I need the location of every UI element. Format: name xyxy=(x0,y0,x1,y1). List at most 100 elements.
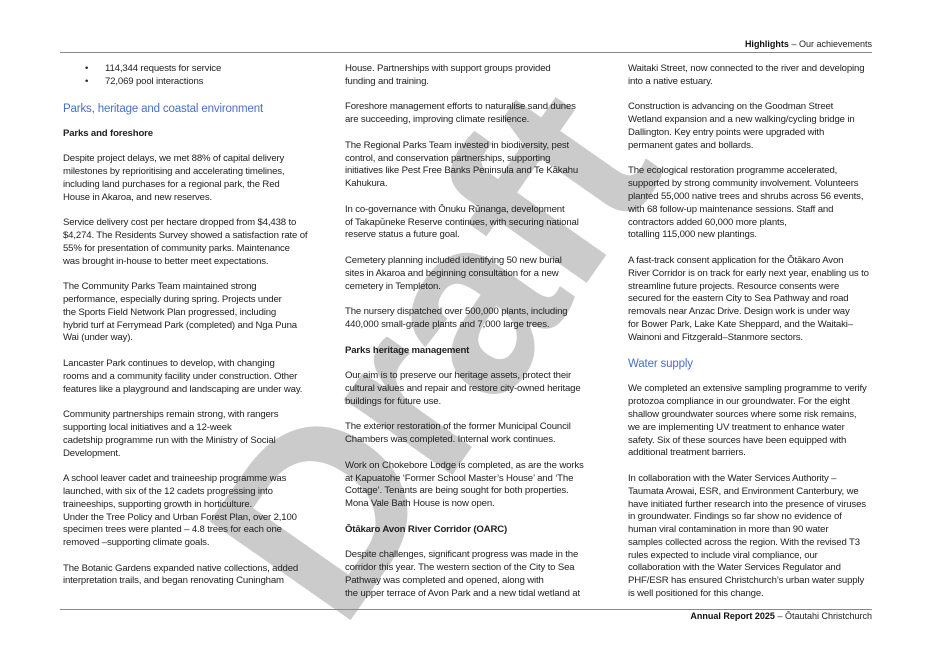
text-line: corridor this year. The western section … xyxy=(345,562,575,574)
text-line: Our aim is to preserve our heritage asse… xyxy=(345,370,572,382)
paragraph: The nursery dispatched over 500,000 plan… xyxy=(345,306,603,332)
text-line: cemetery in Templeton. xyxy=(345,280,441,292)
text-line: The Botanic Gardens expanded native coll… xyxy=(63,562,299,574)
running-footer: Annual Report 2025 – Ōtautahi Christchur… xyxy=(690,611,872,621)
paragraph: The exterior restoration of the former M… xyxy=(345,421,603,447)
text-line: House. Partnerships with support groups … xyxy=(345,63,551,74)
text-line: The exterior restoration of the former M… xyxy=(345,421,571,433)
paragraph: Waitaki Street, now connected to the riv… xyxy=(628,63,874,89)
text-line: permanent gates and bollards. xyxy=(628,139,754,151)
text-line: we are implementing UV treatment to enha… xyxy=(628,421,845,433)
text-line: milestones by reprioritising and acceler… xyxy=(63,165,285,177)
text-line: Despite project delays, we met 88% of ca… xyxy=(63,153,285,165)
text-line: Waitaki Street, now connected to the riv… xyxy=(628,63,865,74)
text-line: River Corridor is on track for early nex… xyxy=(628,267,869,279)
text-line: including land purchases for a regional … xyxy=(63,178,280,190)
header-separator: – xyxy=(788,39,799,49)
paragraph: We completed an extensive sampling progr… xyxy=(628,383,874,460)
text-line: in groundwater. Findings so far show no … xyxy=(628,511,842,523)
column-3: Waitaki Street, now connected to the riv… xyxy=(628,63,874,614)
paragraph: The Botanic Gardens expanded native coll… xyxy=(63,563,329,589)
text-line: performance, especially during spring. P… xyxy=(63,293,282,305)
text-line: Ōtākaro Avon River Corridor (OARC) xyxy=(345,523,508,535)
text-line: the Sports Field Network Plan progressed… xyxy=(63,306,277,318)
text-line: totalling 115,000 new plantings. xyxy=(628,229,757,241)
text-line: 440,000 small-grade plants and 7,000 lar… xyxy=(345,318,550,330)
paragraph: Work on Chokebore Lodge is completed, as… xyxy=(345,460,603,511)
paragraph: Despite project delays, we met 88% of ca… xyxy=(63,153,329,204)
paragraph: In collaboration with the Water Services… xyxy=(628,473,874,601)
subheading: Parks heritage management xyxy=(345,345,603,358)
footer-divider xyxy=(60,609,872,610)
text-line: Taumata Arowai, ESR, and Environment Can… xyxy=(628,485,859,497)
text-line: with 68 follow-up maintenance sessions. … xyxy=(628,203,834,215)
footer-report: Annual Report 2025 xyxy=(690,611,775,621)
header-section: Highlights xyxy=(744,39,789,49)
paragraph: A school leaver cadet and traineeship pr… xyxy=(63,473,329,550)
text-line: specimen trees were planted – 4.8 trees … xyxy=(63,524,282,536)
text-line: Parks, heritage and coastal environment xyxy=(63,102,263,115)
section-heading: Water supply xyxy=(628,357,874,371)
text-line: initiatives like Pest Free Banks Peninsu… xyxy=(345,165,579,177)
paragraph: Community partnerships remain strong, wi… xyxy=(63,409,329,460)
text-line: Mona Vale Bath House is now open. xyxy=(345,498,495,510)
text-line: Chambers was completed. Internal work co… xyxy=(345,434,556,446)
text-line: A fast-track consent application for the… xyxy=(628,254,844,266)
text-line: is well positioned for this change. xyxy=(628,588,764,600)
subheading: Parks and foreshore xyxy=(63,128,329,141)
footer-city: Ōtautahi Christchurch xyxy=(784,611,872,621)
text-line: buildings for future use. xyxy=(345,395,441,407)
text-line: have initiated further research into the… xyxy=(628,498,866,510)
text-line: Work on Chokebore Lodge is completed, as… xyxy=(345,459,584,471)
text-line: Wetland expansion and a new walking/cycl… xyxy=(628,114,855,126)
paragraph: The Regional Parks Team invested in biod… xyxy=(345,140,603,191)
paragraph: Construction is advancing on the Goodman… xyxy=(628,101,874,152)
text-line: Parks heritage management xyxy=(345,344,470,356)
text-line: human viral contamination in more than 9… xyxy=(628,524,829,536)
column-2: House. Partnerships with support groups … xyxy=(345,63,603,613)
text-line: Foreshore management efforts to naturali… xyxy=(345,101,576,113)
text-line: Water supply xyxy=(628,358,693,371)
text-line: Wai (under way). xyxy=(63,332,133,344)
column-1: 114,344 requests for service72,069 pool … xyxy=(63,63,329,601)
text-line: Parks and foreshore xyxy=(63,127,153,139)
bullet-item: 72,069 pool interactions xyxy=(63,76,329,89)
paragraph: Despite challenges, significant progress… xyxy=(345,549,603,600)
text-line: $4,274. The Residents Survey showed a sa… xyxy=(63,229,308,241)
text-line: of Takapūneke Reserve continues, with se… xyxy=(345,216,579,228)
text-line: samples collected across the region. Wit… xyxy=(628,536,860,548)
text-line: The Regional Parks Team invested in biod… xyxy=(345,139,570,151)
text-line: Under the Tree Policy and Urban Forest P… xyxy=(63,511,297,523)
paragraph: Cemetery planning included identifying 5… xyxy=(345,255,603,293)
paragraph: House. Partnerships with support groups … xyxy=(345,63,603,89)
text-line: In co-governance with Ōnuku Rūnanga, dev… xyxy=(345,203,565,215)
text-line: the upper terrace of Avon Park and a new… xyxy=(345,587,581,599)
text-line: Cemetery planning included identifying 5… xyxy=(345,254,562,266)
text-line: funding and training. xyxy=(345,75,429,87)
text-line: launched, with six of the 12 cadets prog… xyxy=(63,485,273,497)
text-line: The ecological restoration programme acc… xyxy=(628,165,838,177)
paragraph: Lancaster Park continues to develop, wit… xyxy=(63,358,329,396)
text-line: Pathway was completed and opened, along … xyxy=(345,574,544,586)
paragraph: The Community Parks Team maintained stro… xyxy=(63,281,329,345)
subheading: Ōtākaro Avon River Corridor (OARC) xyxy=(345,524,603,537)
text-line: Kahukura. xyxy=(345,178,388,190)
text-line: Development. xyxy=(63,447,121,459)
text-line: streamline future projects. Resource con… xyxy=(628,280,840,292)
text-line: removed –supporting climate goals. xyxy=(63,537,210,549)
text-line: Dallington. Key entry points were upgrad… xyxy=(628,126,825,138)
text-line: rooms and a community facility under con… xyxy=(63,370,298,382)
text-line: PHF/ESR has ensured Christchurch’s urban… xyxy=(628,575,865,587)
text-line: House in Akaroa, and new reserves. xyxy=(63,191,213,203)
text-line: reserve status a future goal. xyxy=(345,229,460,241)
text-line: rules expected to include viral complian… xyxy=(628,549,818,561)
text-line: Construction is advancing on the Goodman… xyxy=(628,101,834,113)
footer-separator: – xyxy=(774,611,785,621)
text-line: additional treatment barriers. xyxy=(628,447,746,459)
text-line: Service delivery cost per hectare droppe… xyxy=(63,217,297,229)
text-line: The Community Parks Team maintained stro… xyxy=(63,281,257,293)
text-line: supporting local initiatives and a 12-we… xyxy=(63,421,232,433)
text-line: hybrid turf at Ferrymead Park (completed… xyxy=(63,319,297,331)
paragraph: Service delivery cost per hectare droppe… xyxy=(63,217,329,268)
text-line: features like a playground and landscapi… xyxy=(63,383,303,395)
